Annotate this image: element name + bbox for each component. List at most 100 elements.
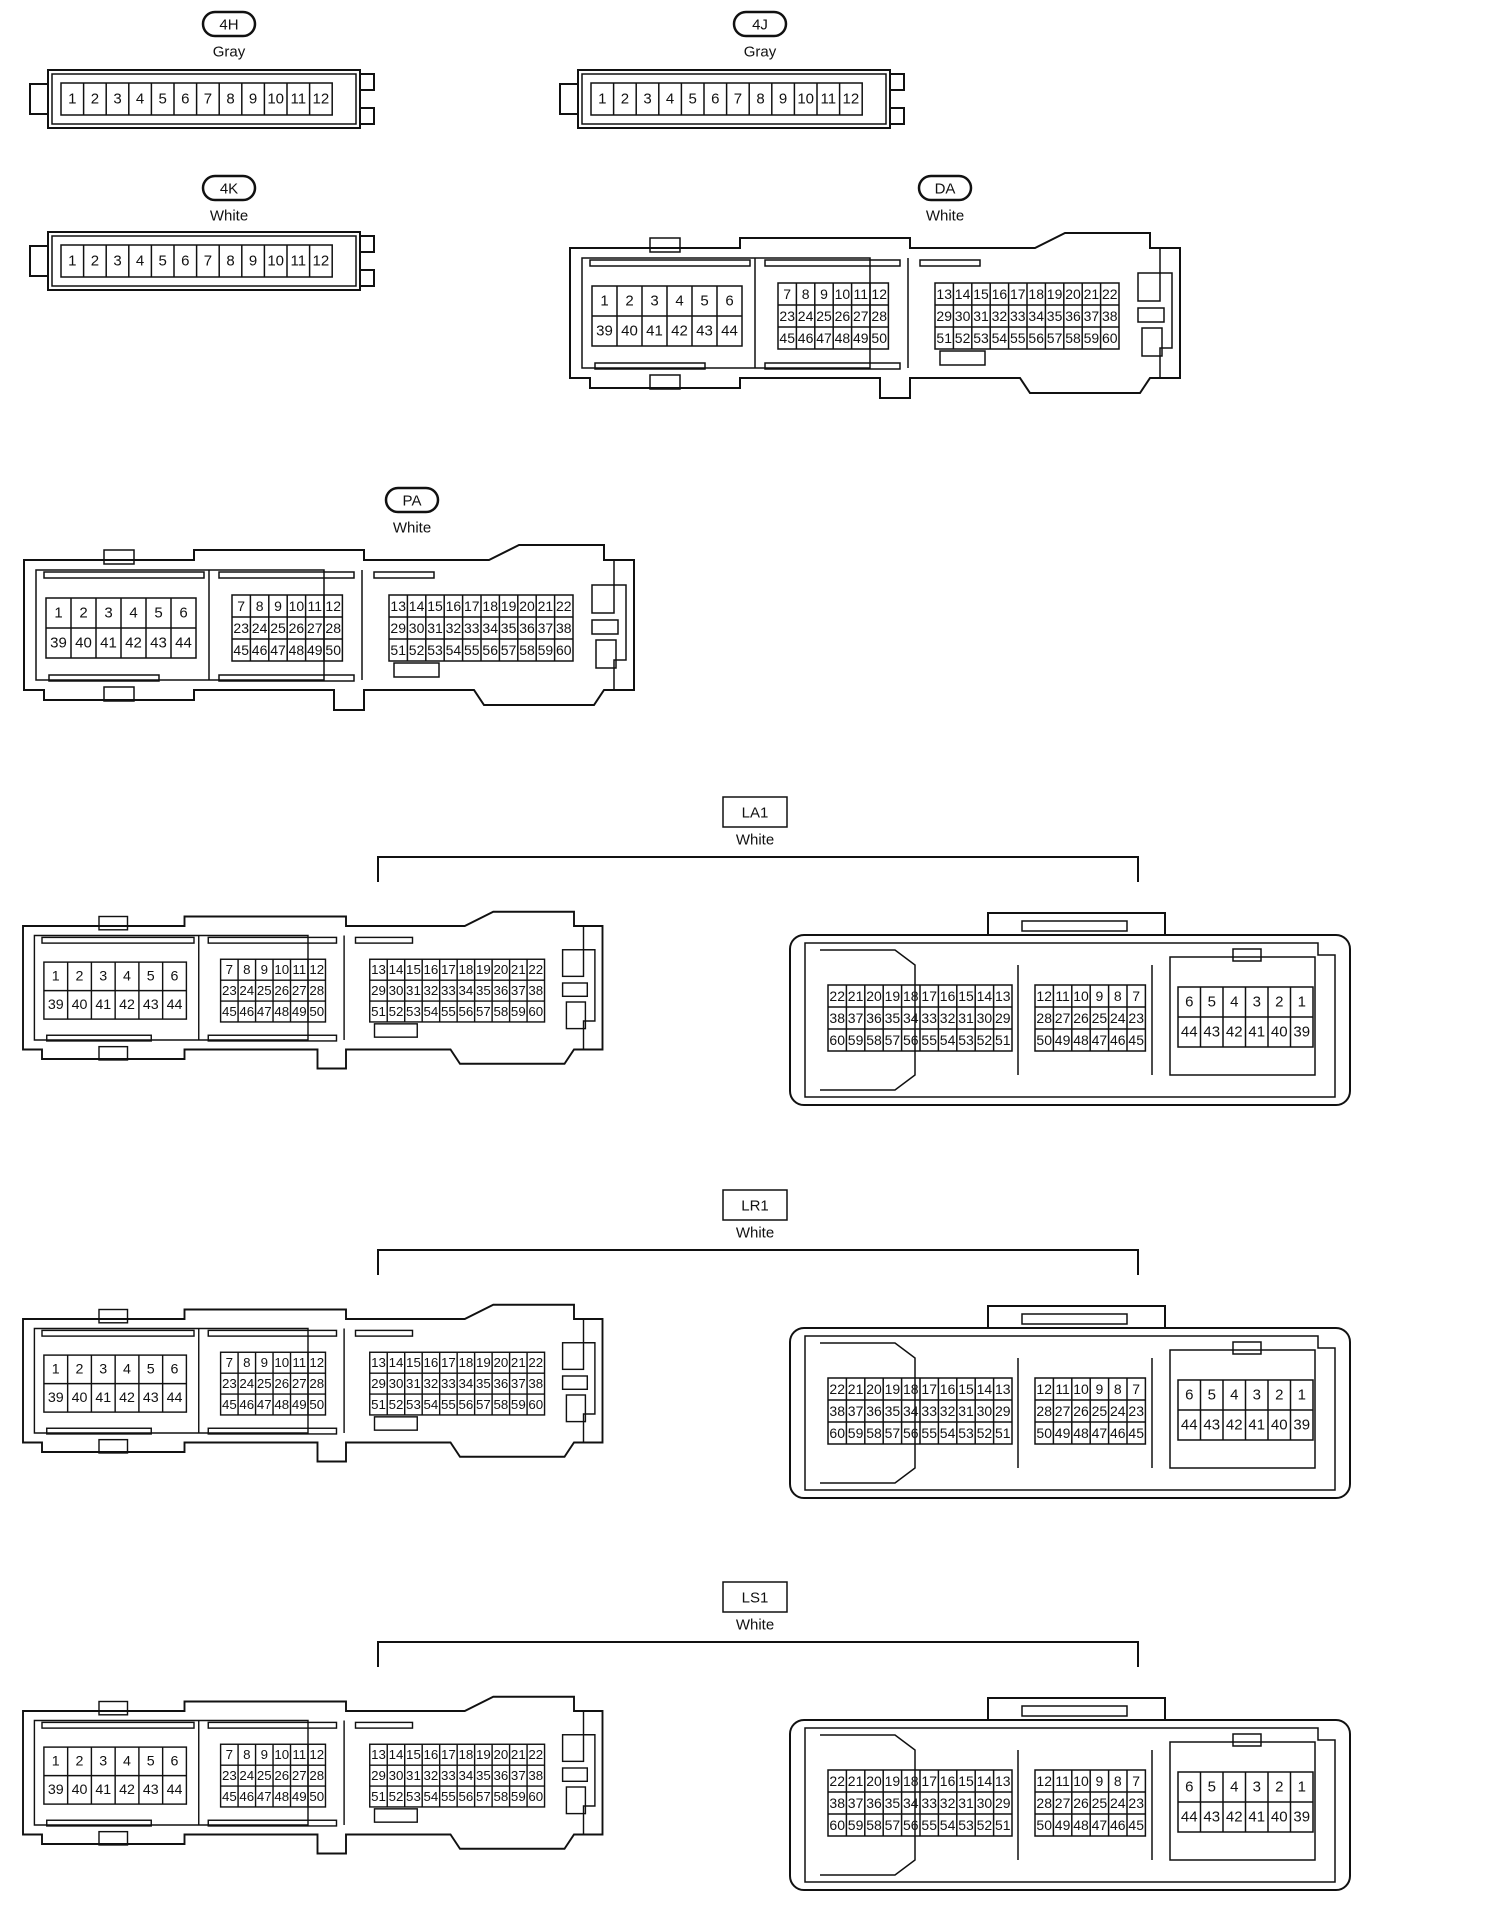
pin-number: 8 — [1114, 1773, 1122, 1789]
pin-number: 47 — [1092, 1817, 1108, 1833]
pin-number: 4 — [129, 605, 137, 622]
pin-number: 11 — [291, 91, 307, 108]
pin-number: 49 — [292, 1004, 307, 1019]
pin-number: 38 — [829, 1403, 845, 1419]
pin-number: 12 — [313, 253, 330, 270]
pin-number: 30 — [977, 1010, 993, 1026]
pin-number: 3 — [99, 1361, 107, 1377]
pin-number: 13 — [995, 1773, 1011, 1789]
pin-number: 49 — [292, 1397, 307, 1412]
pin-number: 38 — [528, 983, 543, 998]
pin-number: 21 — [511, 962, 526, 977]
pin-number: 25 — [257, 983, 272, 998]
pin-number: 21 — [538, 598, 554, 614]
pin-number: 9 — [779, 91, 787, 108]
pin-number: 53 — [406, 1004, 421, 1019]
pin-number: 25 — [257, 1768, 272, 1783]
pin-number: 12 — [309, 962, 324, 977]
pin-number: 59 — [848, 1032, 864, 1048]
pin-number: 53 — [958, 1032, 974, 1048]
pin-number: 7 — [1132, 1381, 1140, 1397]
pin-number: 40 — [72, 1782, 88, 1798]
pin-number: 16 — [940, 988, 956, 1004]
pin-number: 16 — [940, 1381, 956, 1397]
pin-number: 54 — [424, 1004, 439, 1019]
pin-number: 55 — [441, 1397, 456, 1412]
pin-number: 15 — [406, 1747, 421, 1762]
pin-number: 5 — [1208, 1779, 1216, 1796]
pin-number: 32 — [424, 1376, 439, 1391]
pin-number: 48 — [274, 1004, 289, 1019]
pin-number: 39 — [1293, 1024, 1310, 1041]
pin-number: 6 — [1185, 994, 1193, 1011]
pin-number: 55 — [1010, 330, 1026, 346]
pin-number: 18 — [903, 1381, 919, 1397]
pin-number: 50 — [309, 1789, 324, 1804]
connector-code-badge: 4J — [732, 10, 788, 38]
pin-number: 29 — [936, 308, 952, 324]
pin-number: 25 — [816, 308, 832, 324]
pin-number: 2 — [76, 1753, 84, 1769]
pin-number: 2 — [79, 605, 87, 622]
pin-number: 48 — [1073, 1425, 1089, 1441]
pin-number: 23 — [779, 308, 795, 324]
pin-number: 51 — [390, 642, 406, 658]
pin-number: 31 — [958, 1403, 974, 1419]
pin-number: 50 — [1036, 1032, 1052, 1048]
pin-number: 22 — [1102, 286, 1118, 302]
pin-number: 35 — [885, 1795, 901, 1811]
pin-number: 25 — [270, 620, 286, 636]
pin-number: 46 — [1110, 1817, 1126, 1833]
pin-number: 42 — [1226, 1417, 1243, 1434]
pin-number: 42 — [1226, 1809, 1243, 1826]
pin-number: 18 — [458, 1355, 473, 1370]
pin-number: 41 — [95, 1390, 111, 1406]
pin-number: 26 — [1073, 1403, 1089, 1419]
pin-number: 40 — [1271, 1024, 1288, 1041]
pin-number: 38 — [1102, 308, 1118, 324]
pin-number: 1 — [52, 1753, 60, 1769]
pin-number: 13 — [371, 1747, 386, 1762]
pin-number: 55 — [921, 1425, 937, 1441]
pin-number: 34 — [482, 620, 498, 636]
pin-number: 37 — [1084, 308, 1100, 324]
pin-number: 60 — [528, 1004, 543, 1019]
pin-number: 13 — [371, 1355, 386, 1370]
pin-number: 2 — [91, 253, 99, 270]
pin-number: 28 — [871, 308, 887, 324]
pin-number: 14 — [389, 962, 404, 977]
pin-number: 37 — [511, 1376, 526, 1391]
pin-number: 47 — [1092, 1032, 1108, 1048]
pin-number: 40 — [1271, 1417, 1288, 1434]
pin-number: 33 — [921, 1010, 937, 1026]
pin-number: 34 — [903, 1403, 919, 1419]
pin-number: 57 — [476, 1789, 491, 1804]
pin-number: 59 — [511, 1397, 526, 1412]
pin-number: 50 — [325, 642, 341, 658]
pin-number: 14 — [955, 286, 971, 302]
pin-number: 50 — [1036, 1817, 1052, 1833]
pin-number: 54 — [940, 1425, 956, 1441]
pin-number: 32 — [940, 1010, 956, 1026]
pin-number: 40 — [72, 1390, 88, 1406]
pin-number: 25 — [1092, 1010, 1108, 1026]
pin-number: 2 — [76, 1361, 84, 1377]
pin-number: 24 — [239, 1768, 254, 1783]
pin-number: 17 — [921, 1773, 937, 1789]
pin-number: 44 — [167, 1390, 183, 1406]
pin-number: 7 — [1132, 1773, 1140, 1789]
pin-number: 11 — [308, 598, 323, 614]
pin-number: 30 — [389, 983, 404, 998]
pin-number: 7 — [226, 962, 233, 977]
connector-code: PA — [403, 493, 422, 510]
pin-number: 23 — [1128, 1010, 1144, 1026]
pin-number: 37 — [511, 1768, 526, 1783]
pin-number: 55 — [441, 1004, 456, 1019]
pin-number: 53 — [406, 1397, 421, 1412]
pin-number: 40 — [72, 997, 88, 1013]
pin-number: 9 — [249, 253, 257, 270]
pin-number: 27 — [292, 1376, 307, 1391]
pin-number: 23 — [233, 620, 249, 636]
